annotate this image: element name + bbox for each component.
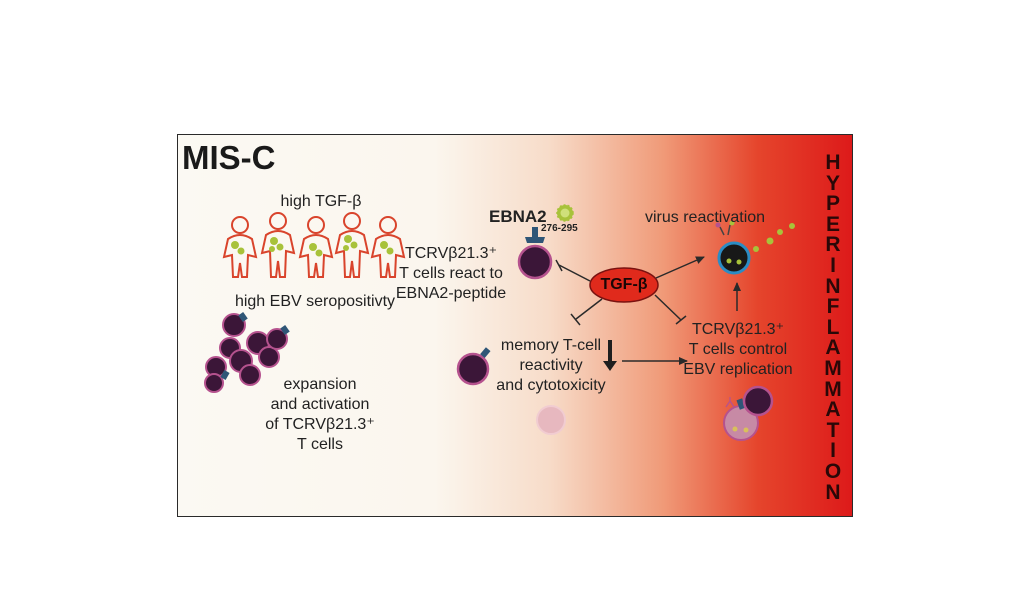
memory-tcell-icon (456, 347, 491, 386)
ebna2-range-label: 276-295 (541, 223, 578, 234)
children-group-icon (222, 212, 406, 278)
ebna2-label: EBNA2 (489, 207, 547, 226)
inhibition-edges (555, 259, 687, 326)
virus-reactivation-label: virus reactivation (645, 209, 766, 226)
tcell-control-label: TCRVβ21.3⁺ T cells control EBV replicati… (683, 321, 793, 378)
tcell-killing-icon (723, 385, 774, 441)
tgf-beta-node (589, 267, 659, 303)
activation-edges (622, 256, 741, 365)
released-virus-icon (753, 223, 795, 252)
decrease-arrow-icon (603, 340, 617, 371)
high-tgf-label: high TGF-β (280, 193, 362, 210)
tgf-beta-label: TGF-β (600, 276, 648, 293)
diagram-graphics (204, 204, 795, 441)
infected-cell-icon (715, 220, 751, 275)
memory-tcell-label: memory T-cell reactivity and cytotoxicit… (496, 337, 606, 394)
tcell-cluster-icon (204, 313, 288, 393)
faded-tcell-icon (536, 405, 566, 435)
expansion-label: expansion and activation of TCRVβ21.3⁺ T… (265, 376, 375, 453)
tcell-reacting-icon (517, 227, 553, 280)
diagram-title: MIS-C (182, 139, 276, 176)
ebna2-peptide-icon (556, 204, 574, 222)
high-ebv-label: high EBV seropositivty (234, 293, 396, 310)
tcr-receptor-icon (220, 312, 290, 380)
virus-particles-icon (231, 235, 394, 257)
tcell-react-label: TCRVβ21.3⁺ T cells react to EBNA2-peptid… (395, 245, 507, 302)
diagram-panel: MIS-C high TGF-β high EBV seropositivty … (177, 134, 853, 517)
